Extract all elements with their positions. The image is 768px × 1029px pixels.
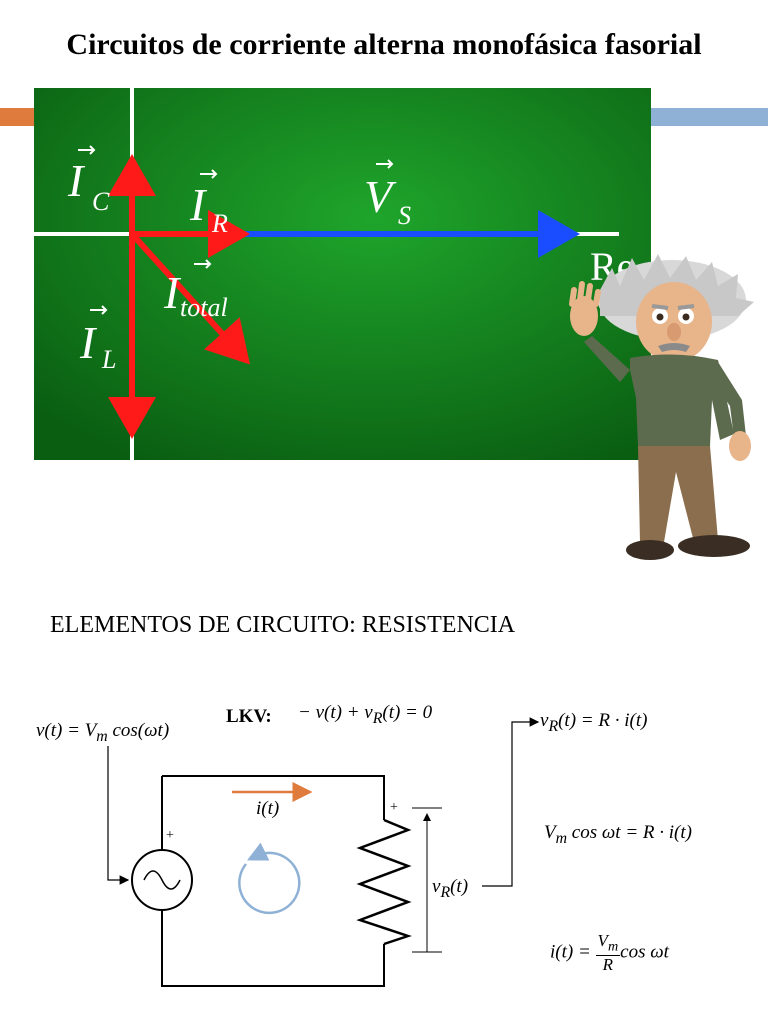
resistor [356,818,412,946]
cosine-equation: Vm cos ωt = R · i(t) [544,822,692,847]
circulation-icon [238,842,301,915]
kvl-equation: − v(t) + vR(t) = 0 [298,702,433,727]
vs-label: V [364,171,397,222]
ic-sub: C [92,187,110,216]
resistor-plus: + [390,800,398,815]
source-plus: + [166,828,174,843]
ohm-law-equation: vR(t) = R · i(t) [540,710,648,735]
ir-label: I [189,179,208,230]
vs-sub: S [398,201,411,230]
slide-title: Circuitos de corriente alterna monofásic… [66,28,702,61]
bottom-wire [161,910,385,987]
phasor-diagram: I C I R V S I total I L Re [34,88,651,460]
kvl-label: LKV: [226,706,272,727]
il-label: I [79,317,98,368]
current-label: i(t) [256,798,280,819]
phasor-background [34,88,651,460]
resistor-circuit-diagram: v(t) = Vm cos(ωt) LKV: − v(t) + vR(t) = … [0,690,768,1024]
itotal-sub: total [180,293,228,322]
itotal-phasor [129,231,251,365]
source-equation: v(t) = Vm cos(ωt) [36,720,170,745]
source-pointer [107,746,130,885]
accent-bar-right [651,108,768,126]
vr-pointer [482,717,540,887]
itotal-label: I [163,267,182,318]
waving-professor-illustration [560,250,760,562]
sine-icon [143,870,181,890]
il-sub: L [101,345,116,374]
top-wire [162,775,385,820]
ir-sub: R [211,209,228,238]
vr-label: vR(t) [432,876,469,901]
accent-bar-left [0,108,34,126]
ic-label: I [67,155,86,206]
section-heading: ELEMENTOS DE CIRCUITO: RESISTENCIA [50,612,516,638]
